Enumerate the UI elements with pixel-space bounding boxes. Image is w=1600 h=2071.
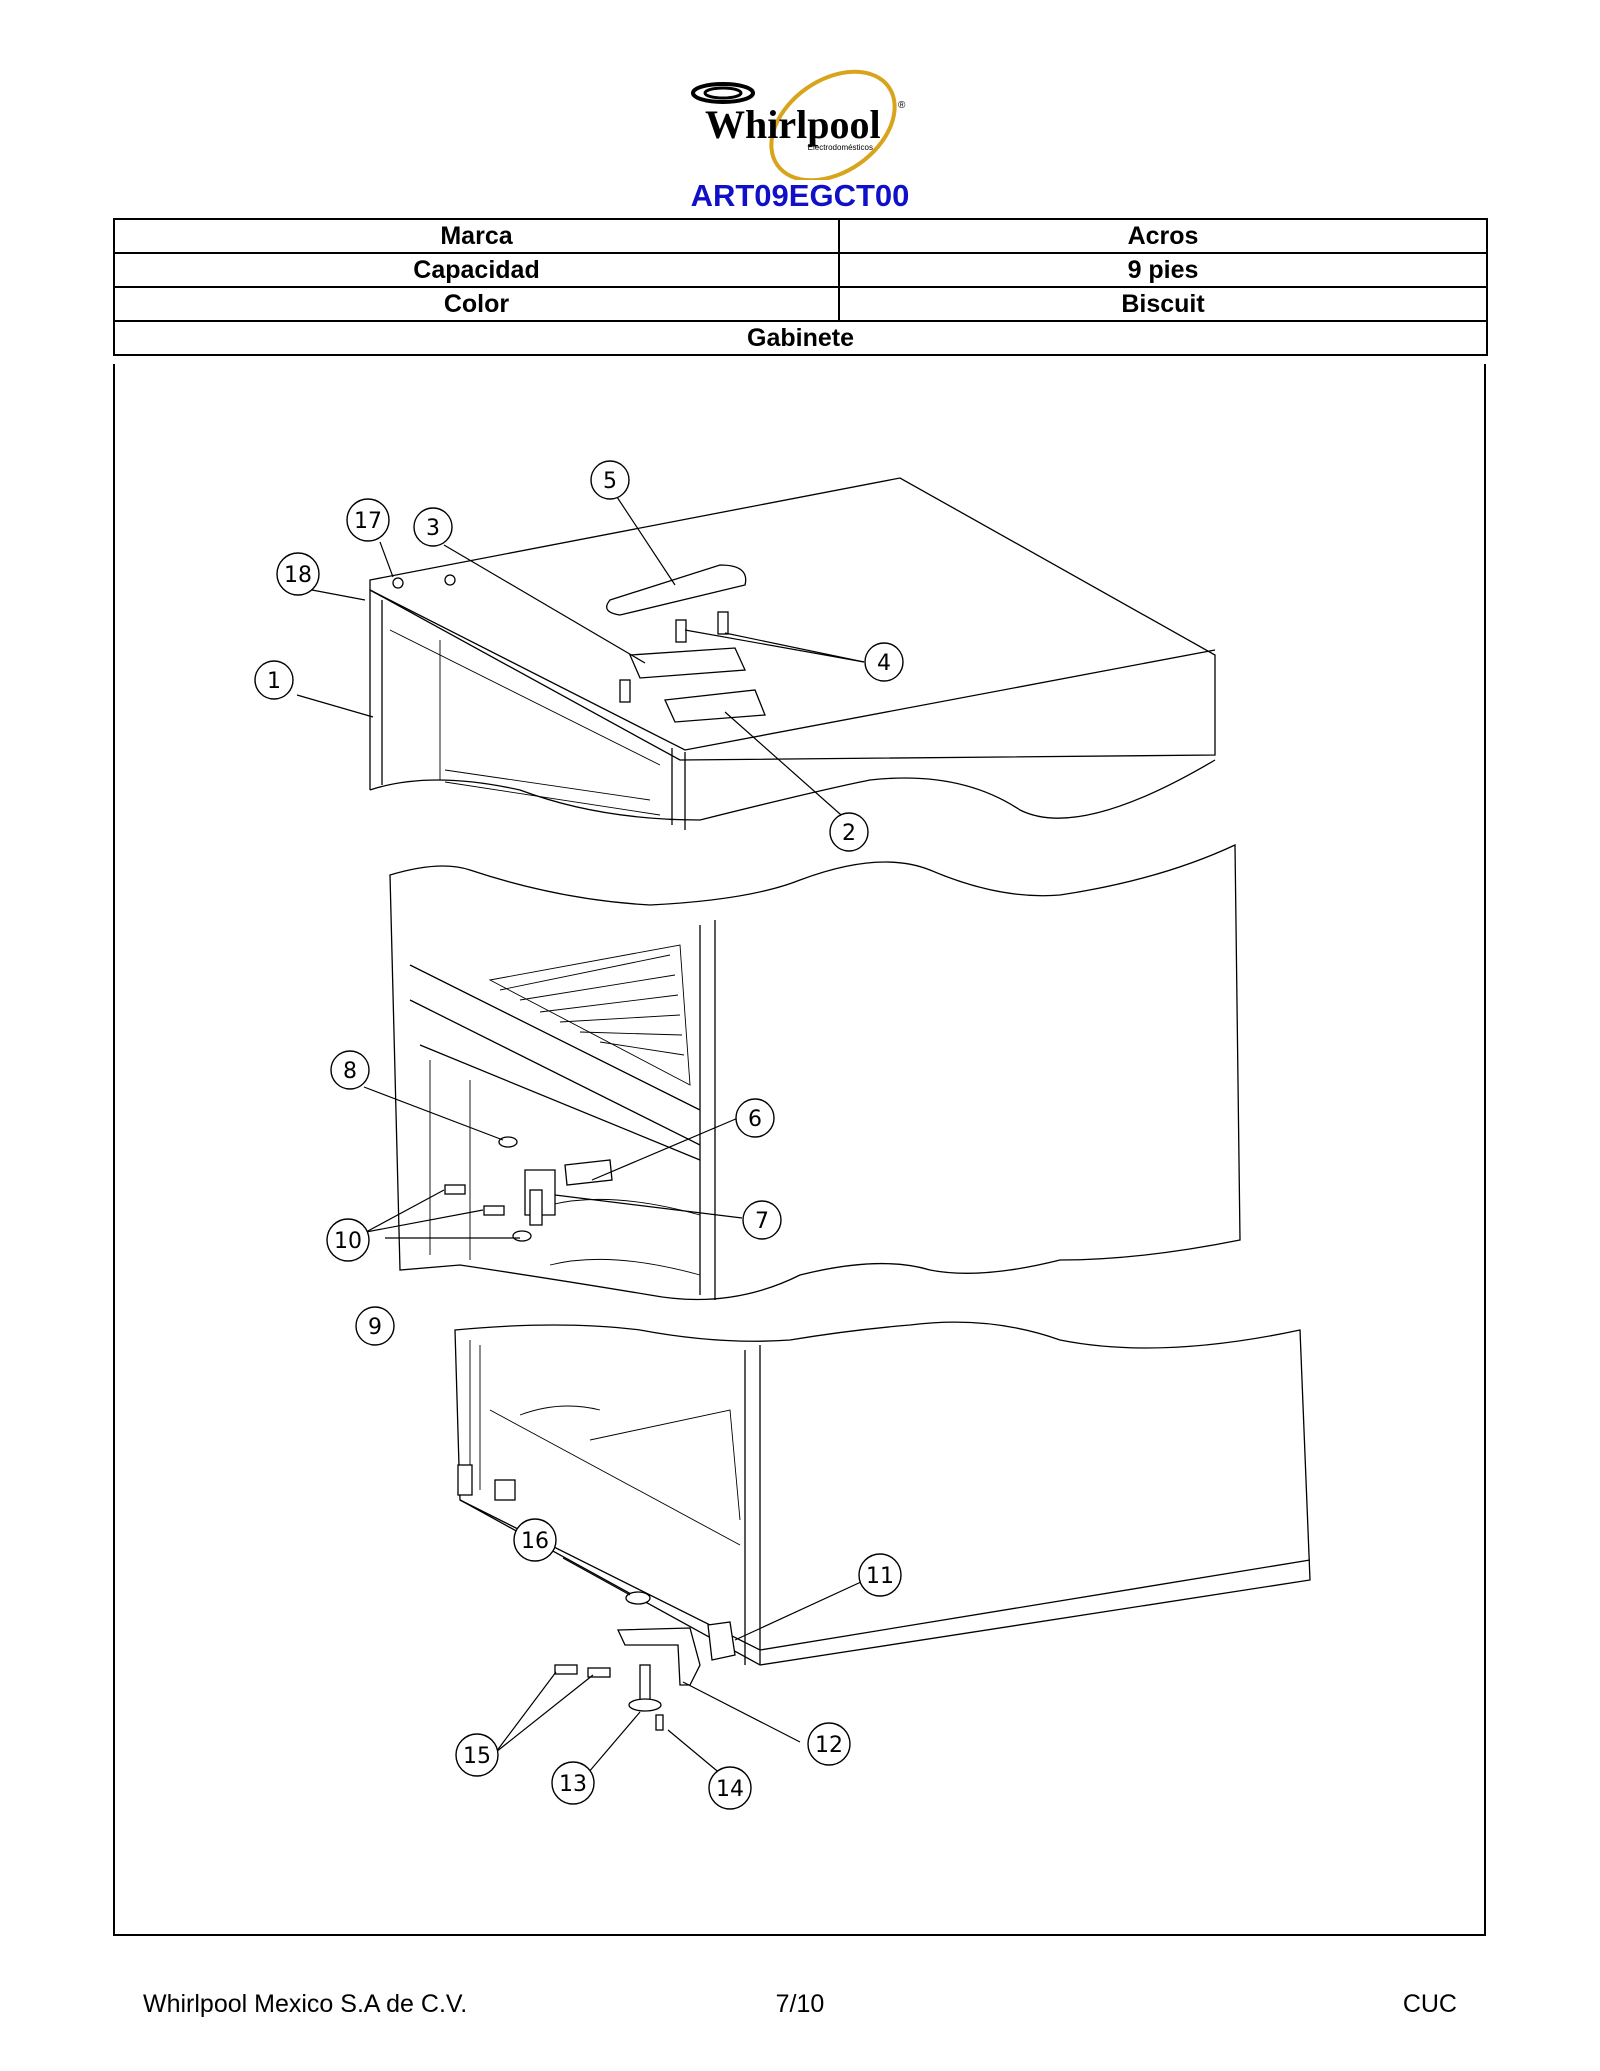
model-code: ART09EGCT00: [690, 178, 910, 213]
callout-16: 16: [513, 1518, 557, 1562]
callout-label: 2: [842, 821, 856, 846]
callout-label: 14: [716, 1777, 744, 1802]
callout-label: 18: [284, 563, 312, 588]
leader-lines: [296, 496, 875, 1776]
callout-label: 13: [559, 1772, 587, 1797]
callout-label: 17: [354, 509, 382, 534]
callout-label: 4: [877, 651, 891, 676]
callout-label: 9: [368, 1315, 382, 1340]
section-row: Gabinete: [113, 320, 1488, 356]
spec-label: Marca: [113, 218, 840, 254]
callout-17: 17: [346, 498, 390, 542]
callout-label: 11: [866, 1564, 894, 1589]
callout-label: 6: [748, 1107, 762, 1132]
cabinet-bottom-section: [454, 1321, 1311, 1731]
callout-7: 7: [742, 1200, 782, 1240]
callout-label: 8: [343, 1059, 357, 1084]
callout-6: 6: [735, 1098, 775, 1138]
cabinet-exploded-diagram: 1 2 3 4 5 6 7 8 9 10 11 12 13 14 15 16 1…: [254, 460, 1311, 1810]
section-title: Gabinete: [113, 320, 1488, 356]
callout-label: 1: [267, 669, 281, 694]
whirlpool-logo: Whirlpool ® Electrodomésticos: [691, 69, 906, 180]
callout-label: 12: [815, 1733, 843, 1758]
spec-row: Color Biscuit: [113, 286, 1488, 322]
callout-label: 10: [334, 1229, 362, 1254]
spec-value: Biscuit: [838, 286, 1488, 322]
callout-label: 5: [603, 469, 617, 494]
callout-12: 12: [807, 1722, 851, 1766]
spec-label: Capacidad: [113, 252, 840, 288]
logo-registered-mark: ®: [898, 100, 906, 111]
footer-company: Whirlpool Mexico S.A de C.V.: [143, 1990, 468, 2018]
callout-label: 15: [463, 1744, 491, 1769]
footer-code: CUC: [1402, 1990, 1457, 2018]
spec-row: Capacidad 9 pies: [113, 252, 1488, 288]
callout-label: 7: [755, 1209, 769, 1234]
spec-value: 9 pies: [838, 252, 1488, 288]
callout-14: 14: [708, 1766, 752, 1810]
footer-page-number: 7/10: [775, 1990, 825, 2018]
diagram-frame: [113, 364, 1486, 1936]
spec-label: Color: [113, 286, 840, 322]
callout-4: 4: [864, 642, 904, 682]
logo-brand-text: Whirlpool: [705, 102, 881, 147]
callout-3: 3: [413, 507, 453, 547]
spec-row: Marca Acros: [113, 218, 1488, 254]
spec-table: Marca Acros Capacidad 9 pies Color Biscu…: [113, 218, 1488, 356]
callout-10: 10: [326, 1218, 370, 1262]
logo-sub-text: Electrodomésticos: [808, 143, 873, 152]
cabinet-middle-section: [389, 843, 1241, 1301]
cabinet-top-section: [369, 477, 1216, 830]
callout-13: 13: [551, 1761, 595, 1805]
callout-5: 5: [590, 460, 630, 500]
spec-value: Acros: [838, 218, 1488, 254]
callout-label: 3: [426, 516, 440, 541]
callout-15: 15: [455, 1733, 499, 1777]
callout-18: 18: [276, 552, 320, 596]
callout-11: 11: [858, 1553, 902, 1597]
callout-9: 9: [355, 1306, 395, 1346]
callout-label: 16: [521, 1529, 549, 1554]
callout-2: 2: [829, 812, 869, 852]
callout-8: 8: [330, 1050, 370, 1090]
callout-1: 1: [254, 660, 294, 700]
